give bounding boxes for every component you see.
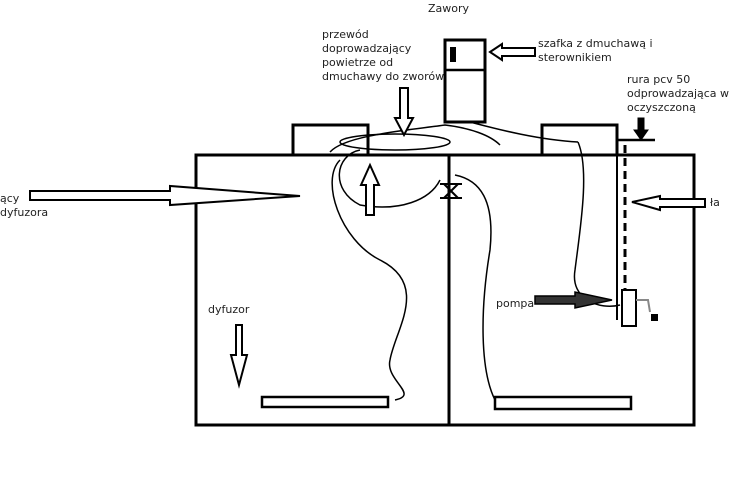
- label-szafka: szafka z dmuchawą i sterownikiem: [538, 37, 653, 64]
- label-dyfuzor: dyfuzor: [208, 303, 250, 316]
- cabinet-to-pump-hose: [469, 121, 579, 143]
- left-diffuser: [260, 395, 390, 409]
- diffuser-arrow: [229, 324, 249, 389]
- hose-loop: [339, 133, 451, 151]
- left-pointer-arrow: [29, 184, 301, 207]
- hose-arrow: [393, 87, 415, 138]
- pump-cable: [636, 299, 651, 313]
- cabinet-arrow: [488, 42, 536, 62]
- label-left-cut: ący dyfuzora: [0, 192, 49, 219]
- valve-cross-2: [443, 183, 459, 199]
- label-zawory: Zawory: [428, 2, 470, 15]
- label-rura: rura pcv 50 odprowadzająca w oczyszczoną: [627, 73, 729, 114]
- left-manhole: [291, 123, 370, 157]
- label-przewod: przewód doprowadzający powietrze od dmuc…: [322, 28, 445, 83]
- pvc-arrow: [633, 117, 649, 141]
- right-pointer-arrow: [631, 194, 706, 212]
- cabinet-handle: [450, 47, 456, 62]
- diagram-canvas: Zawory szafka z dmuchawą i sterownikiem …: [0, 2, 729, 427]
- label-pompa: pompa: [496, 297, 535, 310]
- tank-outline: [194, 153, 696, 427]
- left-diffuser-hose: [331, 159, 408, 401]
- left-hose-loop: [338, 149, 441, 208]
- septic-tank-diagram: [29, 38, 706, 427]
- right-diffuser: [493, 395, 633, 411]
- pump-float: [651, 314, 658, 321]
- pump-body: [621, 289, 637, 327]
- label-right-cut: ła: [710, 196, 720, 209]
- air-supply-hose: [329, 124, 501, 153]
- up-arrow: [359, 162, 381, 216]
- pump-hose: [573, 141, 621, 307]
- pump-arrow: [534, 291, 613, 309]
- right-diffuser-hose: [454, 174, 496, 401]
